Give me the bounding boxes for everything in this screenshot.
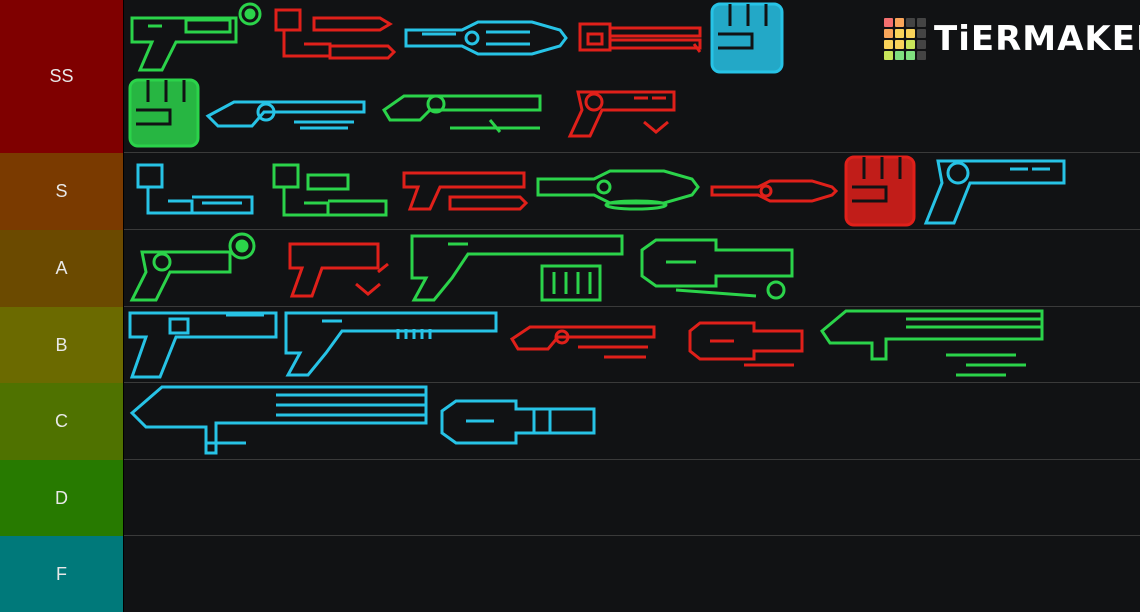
cyan-robot-arm-icon[interactable] xyxy=(132,159,260,219)
tier-content-a[interactable] xyxy=(124,230,1140,307)
tier-content-s[interactable] xyxy=(124,153,1140,230)
cyan-pistol-icon[interactable] xyxy=(126,307,284,381)
red-revolver-icon[interactable] xyxy=(564,86,684,142)
tier-label-text: F xyxy=(56,563,67,584)
tier-label-s[interactable]: S xyxy=(0,153,124,230)
tier-row-a: A xyxy=(0,230,1140,307)
tiermaker-wordmark: TiERMAKER xyxy=(934,19,1140,59)
tier-row-d: D xyxy=(0,460,1140,536)
tier-label-text: D xyxy=(55,487,68,508)
tier-label-ss[interactable]: SS xyxy=(0,0,124,153)
tier-row-ss: SS xyxy=(0,0,1140,153)
green-rocket-launcher-icon[interactable] xyxy=(816,307,1046,381)
tier-label-c[interactable]: C xyxy=(0,383,124,460)
cyan-fist-icon[interactable] xyxy=(708,0,786,75)
tier-label-text: C xyxy=(55,411,68,431)
red-chainsaw-arm-icon[interactable] xyxy=(270,4,396,66)
tier-row-c: C xyxy=(0,383,1140,460)
green-minigun-icon[interactable] xyxy=(636,236,798,300)
tier-row-f: F xyxy=(0,536,1140,612)
green-robot-arm-icon[interactable] xyxy=(268,159,392,221)
tier-label-text: S xyxy=(55,181,68,201)
cyan-rail-rifle-icon[interactable] xyxy=(204,92,372,134)
green-pistol-icon[interactable] xyxy=(126,0,262,75)
green-plasma-rifle-icon[interactable] xyxy=(534,165,700,211)
tier-label-text: B xyxy=(55,334,68,355)
red-rail-rifle-icon[interactable] xyxy=(508,317,660,373)
tier-row-s: S xyxy=(0,153,1140,230)
green-fist-icon[interactable] xyxy=(126,76,202,150)
tier-label-d[interactable]: D xyxy=(0,460,124,536)
tier-content-c[interactable] xyxy=(124,383,1140,460)
tier-label-f[interactable]: F xyxy=(0,536,124,612)
tier-label-text: A xyxy=(55,258,68,278)
cyan-shotgun-icon[interactable] xyxy=(282,307,504,379)
tier-content-f[interactable] xyxy=(124,536,1140,612)
green-revolver-icon[interactable] xyxy=(126,230,260,304)
tier-label-text: SS xyxy=(49,66,74,86)
cyan-minigun-icon[interactable] xyxy=(436,397,600,449)
tiermaker-grid-icon xyxy=(884,18,926,60)
tier-content-ss[interactable]: TiERMAKER xyxy=(124,0,1140,153)
green-shotgun-icon[interactable] xyxy=(408,230,630,304)
tier-label-b[interactable]: B xyxy=(0,307,124,383)
tier-content-b[interactable] xyxy=(124,307,1140,383)
cyan-revolver-icon[interactable] xyxy=(920,155,1070,227)
green-launcher-icon[interactable] xyxy=(380,88,546,136)
red-chaingun-icon[interactable] xyxy=(576,16,706,58)
tiermaker-logo: TiERMAKER xyxy=(884,18,1140,60)
red-minigun-icon[interactable] xyxy=(684,319,808,369)
red-chainsaw-gun-icon[interactable] xyxy=(400,167,528,213)
cyan-rocket-launcher-icon[interactable] xyxy=(126,383,430,459)
red-fist-icon[interactable] xyxy=(842,153,918,229)
red-pistol-icon[interactable] xyxy=(282,238,394,300)
tier-row-b: B xyxy=(0,307,1140,383)
cyan-plasma-rifle-icon[interactable] xyxy=(402,16,568,60)
tier-content-d[interactable] xyxy=(124,460,1140,536)
red-plasma-rifle-icon[interactable] xyxy=(708,175,838,207)
tier-label-a[interactable]: A xyxy=(0,230,124,307)
